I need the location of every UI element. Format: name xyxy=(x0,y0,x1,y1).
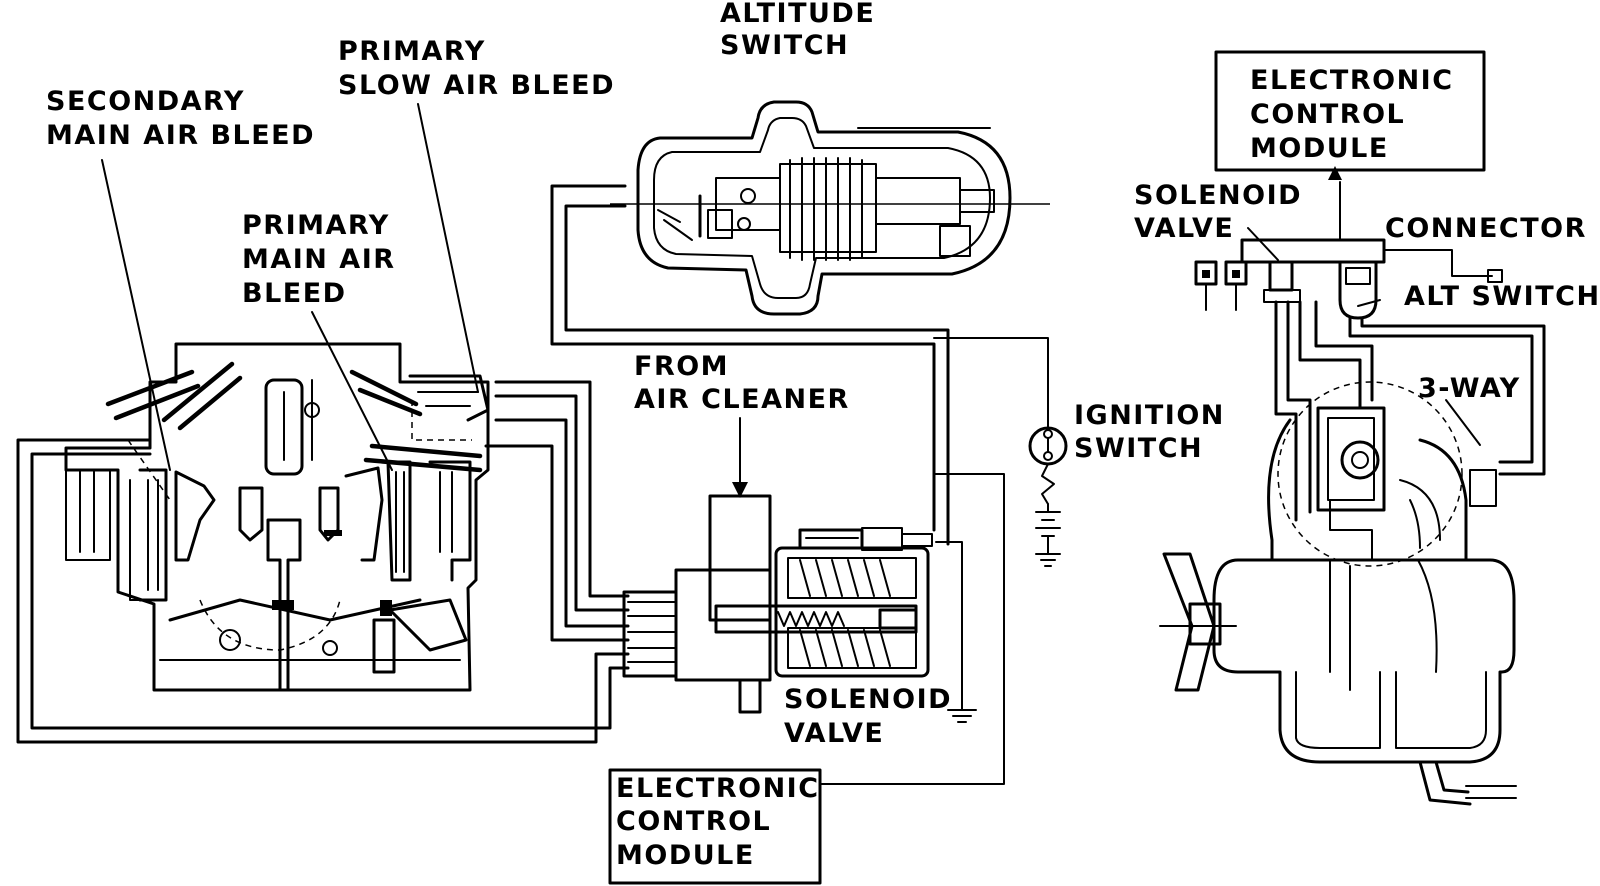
primary-slow-air-bleed-label: PRIMARY SLOW AIR BLEED xyxy=(338,36,615,101)
secondary-main-air-bleed-label: SECONDARY MAIN AIR BLEED xyxy=(46,86,315,151)
primary-main-air-bleed-label: PRIMARY MAIN AIR BLEED xyxy=(242,210,406,309)
solenoid-valve-label: SOLENOID VALVE xyxy=(784,684,963,749)
three-way-label: 3-WAY xyxy=(1418,373,1521,404)
from-air-cleaner-label: FROM AIR CLEANER xyxy=(634,351,850,415)
ecm-top-right-label: ELECTRONIC CONTROL MODULE xyxy=(1250,65,1464,164)
ecm-top-right-box xyxy=(1214,50,1486,172)
ground-icon xyxy=(947,699,977,723)
alt-switch-label: ALT SWITCH xyxy=(1404,281,1600,312)
solenoid-valve-right-label: SOLENOID VALVE xyxy=(1134,180,1313,244)
leader-lines xyxy=(101,103,1481,489)
ignition-switch-label: IGNITION SWITCH xyxy=(1074,400,1236,464)
ignition-switch xyxy=(1028,426,1068,567)
solenoid-valve xyxy=(622,494,933,714)
connector-label: CONNECTOR xyxy=(1385,213,1587,244)
altitude-switch xyxy=(610,100,1050,316)
altitude-switch-label: ALTITUDE SWITCH xyxy=(720,0,886,61)
engine-assembly xyxy=(1159,181,1546,806)
ecm-bottom-label: ELECTRONIC CONTROL MODULE xyxy=(616,773,830,871)
wiring xyxy=(819,337,1049,785)
carburetor xyxy=(64,342,490,692)
ecm-signal-arrow-icon xyxy=(1328,166,1342,180)
ecm-bottom-box xyxy=(608,768,822,885)
vacuum-hoses xyxy=(16,184,950,744)
ground-icon xyxy=(1035,553,1061,567)
air-cleaner-arrow-icon xyxy=(732,482,748,498)
battery-icon xyxy=(1035,503,1061,555)
